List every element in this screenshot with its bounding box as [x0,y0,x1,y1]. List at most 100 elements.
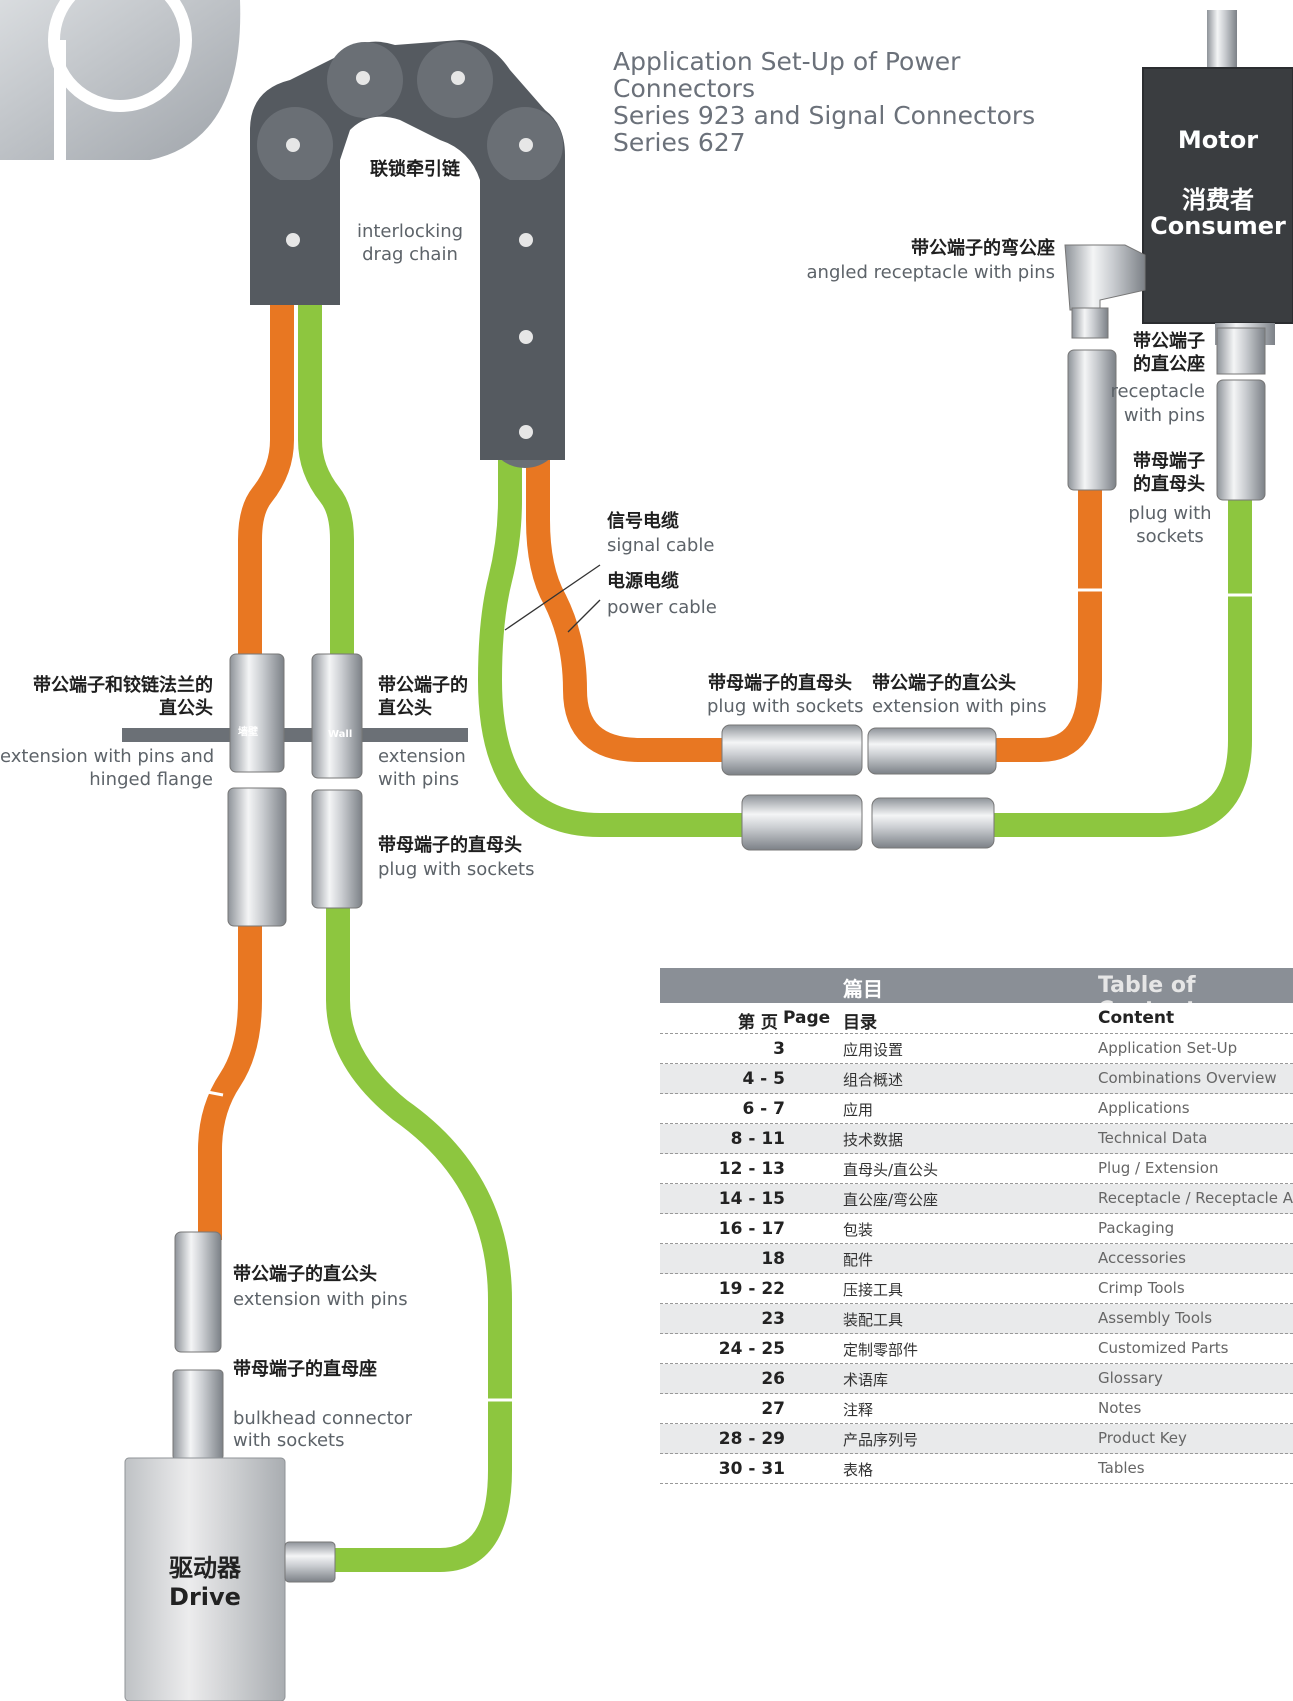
toc-item-en: Tables [1098,1459,1145,1477]
signal-cable-right [990,500,1252,837]
power-cable-right [990,490,1102,762]
toc-page-number: 3 [773,1039,785,1059]
toc-content-label-cn: 目录 [843,1013,877,1033]
toc-item-cn: 术语库 [843,1371,889,1389]
ext-horiz-orange [867,727,997,775]
toc-item-cn: 直母头/直公头 [843,1161,939,1179]
toc-item-cn: 压接工具 [843,1281,904,1299]
plug-mid-label-en: plug with sockets [378,859,535,880]
angled-receptacle-label-en: angled receptacle with pins [806,262,1055,283]
bulkhead-connector [172,1369,224,1461]
receptacle-label-cn: 的直公座 [1133,354,1205,375]
toc-item-en: Product Key [1098,1429,1187,1447]
toc-item-cn: 定制零部件 [843,1341,919,1359]
receptacle-label-en: receptacle [1110,381,1205,402]
motor-label-cn: 消费者 [1182,186,1254,214]
extension-lower-label-en: extension with pins [233,1289,408,1310]
toc-item-cn: 产品序列号 [843,1431,919,1449]
toc-item-en: Glossary [1098,1369,1163,1387]
toc-page-label-en: Page [783,1008,831,1028]
bulkhead-label-en: bulkhead connector [233,1408,413,1429]
toc-item-en: Combinations Overview [1098,1069,1277,1087]
plug-mid-label-cn: 带母端子的直母头 [378,835,522,856]
toc-row[interactable]: 18 配件 Accessories [660,1244,1293,1274]
toc-item-en: Accessories [1098,1249,1186,1267]
hinged-extension-label-en: hinged flange [89,769,213,790]
toc-page-number: 28 - 29 [718,1429,785,1449]
wall-label-cn: 墙壁 [238,727,258,738]
extension-horiz-label-en: extension with pins [872,696,1047,717]
title-line: Series 923 and Signal Connectors [613,101,1036,130]
hinged-extension-label-cn: 带公端子和铰链法兰的 [33,675,213,696]
wall-label-en: Wall [328,729,353,740]
toc-item-cn: 装配工具 [843,1311,904,1329]
toc-page-number: 16 - 17 [718,1219,785,1239]
drive-label-cn: 驱动器 [169,1554,241,1582]
angled-receptacle [1064,244,1146,339]
drag-chain-label-cn: 联锁牵引链 [370,159,460,180]
signal-cable-center [477,460,745,837]
toc-item-cn: 应用设置 [843,1041,904,1059]
toc-item-cn: 注释 [843,1401,874,1419]
toc-item-cn: 直公座/弯公座 [843,1191,939,1209]
toc-page-number: 8 - 11 [730,1129,785,1149]
title-line: Application Set-Up of Power Connectors [613,47,961,103]
toc-item-en: Assembly Tools [1098,1309,1213,1327]
extension-lower-label-cn: 带公端子的直公头 [233,1264,377,1285]
toc-page-number: 27 [761,1399,785,1419]
toc-header: 篇目 Table of Contents [660,968,1293,1023]
toc-row[interactable]: 27 注释 Notes [660,1394,1293,1424]
plug-right-label-en: plug with [1128,503,1212,524]
drag-chain-label-en: interlocking [356,221,464,242]
straight-receptacle [1216,327,1266,375]
plug-horiz-green [741,794,863,851]
bulkhead-label-cn: 带母端子的直母座 [233,1359,377,1380]
toc-item-en: Notes [1098,1399,1142,1417]
extension-mid-label-cn: 直公头 [378,698,432,719]
motor [1142,10,1293,345]
toc-item-en: Packaging [1098,1219,1175,1237]
signal-cable-label-en: signal cable [607,535,715,556]
plug-horiz-label-en: plug with sockets [707,696,864,717]
toc-page-number: 4 - 5 [742,1069,785,1089]
plug-horiz-label-cn: 带母端子的直母头 [708,673,852,694]
wall [122,728,468,742]
toc-item-cn: 技术数据 [843,1131,904,1149]
toc-row[interactable]: 28 - 29 产品序列号 Product Key [660,1424,1293,1454]
toc-item-cn: 应用 [843,1101,874,1119]
toc-item-cn: 配件 [843,1251,874,1269]
toc-subheader: 第 页 Page 目录 Content [660,1003,1293,1034]
cable-break-marks [196,588,1253,1402]
toc-item-en: Customized Parts [1098,1339,1229,1357]
toc-page-label-cn: 第 页 [738,1013,778,1033]
power-cable-label-en: power cable [607,597,717,618]
power-cable-label-cn: 电源电缆 [607,571,679,592]
page-title: Application Set-Up of Power Connectors S… [613,48,1093,156]
toc-content-label-en: Content [1098,1008,1175,1028]
motor-label-consumer: Consumer [1150,212,1286,240]
brand-logo [0,0,241,160]
angled-receptacle-label-cn: 带公端子的弯公座 [911,238,1055,259]
toc-item-en: Plug / Extension [1098,1159,1219,1177]
toc-page-number: 30 - 31 [718,1459,785,1479]
hinged-extension-label-cn: 直公头 [159,698,213,719]
leader-lines [504,564,601,633]
toc-header-cn: 篇目 [843,977,883,1001]
plug-right-green [1216,379,1266,501]
toc-page-number: 18 [761,1249,785,1269]
power-cable-center [526,460,740,762]
receptacle-label-en: with pins [1123,405,1205,426]
